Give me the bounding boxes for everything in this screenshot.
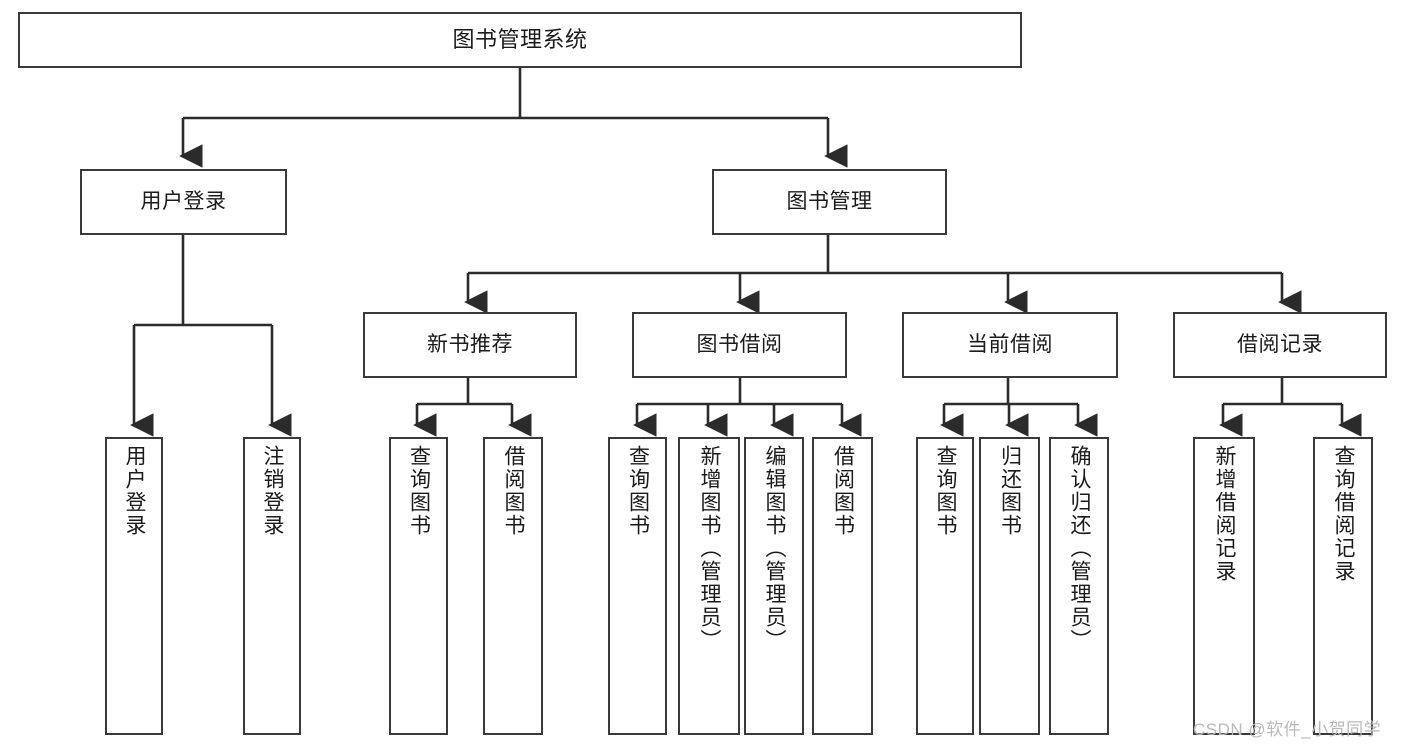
leaf-query-book-recommend[interactable]: 查询图书 [389, 437, 448, 735]
node-label: 确认归还（管理员） [1068, 445, 1092, 652]
node-label: 查询图书 [407, 445, 431, 537]
node-label: 归还图书 [998, 445, 1022, 537]
node-label: 图书管理系统 [452, 26, 588, 52]
node-root-system[interactable]: 图书管理系统 [18, 12, 1022, 68]
node-label: 借阅图书 [831, 445, 855, 537]
node-label: 新增借阅记录 [1213, 445, 1237, 583]
node-label: 新增图书（管理员） [698, 445, 722, 652]
node-label: 新书推荐 [427, 332, 513, 356]
node-label: 用户登录 [123, 445, 147, 537]
leaf-query-book-borrow[interactable]: 查询图书 [608, 437, 667, 735]
node-label: 当前借阅 [967, 332, 1053, 356]
node-book-management[interactable]: 图书管理 [712, 169, 947, 235]
node-new-book-recommend[interactable]: 新书推荐 [363, 312, 577, 378]
node-label: 借阅图书 [502, 445, 526, 537]
node-label: 查询借阅记录 [1332, 445, 1356, 583]
node-label: 借阅记录 [1237, 332, 1323, 356]
leaf-logout[interactable]: 注销登录 [243, 437, 301, 735]
node-label: 查询图书 [626, 445, 650, 537]
leaf-add-borrow-record[interactable]: 新增借阅记录 [1193, 437, 1255, 735]
node-label: 查询图书 [934, 445, 958, 537]
leaf-query-borrow-record[interactable]: 查询借阅记录 [1313, 437, 1373, 735]
node-label: 图书借阅 [696, 332, 783, 356]
node-borrow-record[interactable]: 借阅记录 [1173, 312, 1387, 378]
leaf-user-login[interactable]: 用户登录 [105, 437, 163, 735]
node-label: 注销登录 [261, 445, 285, 537]
leaf-borrow-book-recommend[interactable]: 借阅图书 [483, 437, 543, 735]
leaf-return-book[interactable]: 归还图书 [979, 437, 1040, 735]
node-user-login[interactable]: 用户登录 [80, 169, 287, 235]
csdn-watermark: CSDN @软件_小贺同学 [1193, 720, 1382, 739]
node-book-borrow[interactable]: 图书借阅 [632, 312, 847, 378]
node-label: 图书管理 [786, 189, 873, 213]
leaf-edit-book-admin[interactable]: 编辑图书（管理员） [744, 437, 804, 735]
leaf-borrow-book-borrow[interactable]: 借阅图书 [812, 437, 873, 735]
leaf-add-book-admin[interactable]: 新增图书（管理员） [678, 437, 740, 735]
leaf-confirm-return-admin[interactable]: 确认归还（管理员） [1049, 437, 1109, 735]
node-label: 用户登录 [140, 189, 227, 213]
node-current-borrow[interactable]: 当前借阅 [902, 312, 1118, 378]
node-label: 编辑图书（管理员） [763, 445, 787, 652]
leaf-query-book-current[interactable]: 查询图书 [916, 437, 974, 735]
